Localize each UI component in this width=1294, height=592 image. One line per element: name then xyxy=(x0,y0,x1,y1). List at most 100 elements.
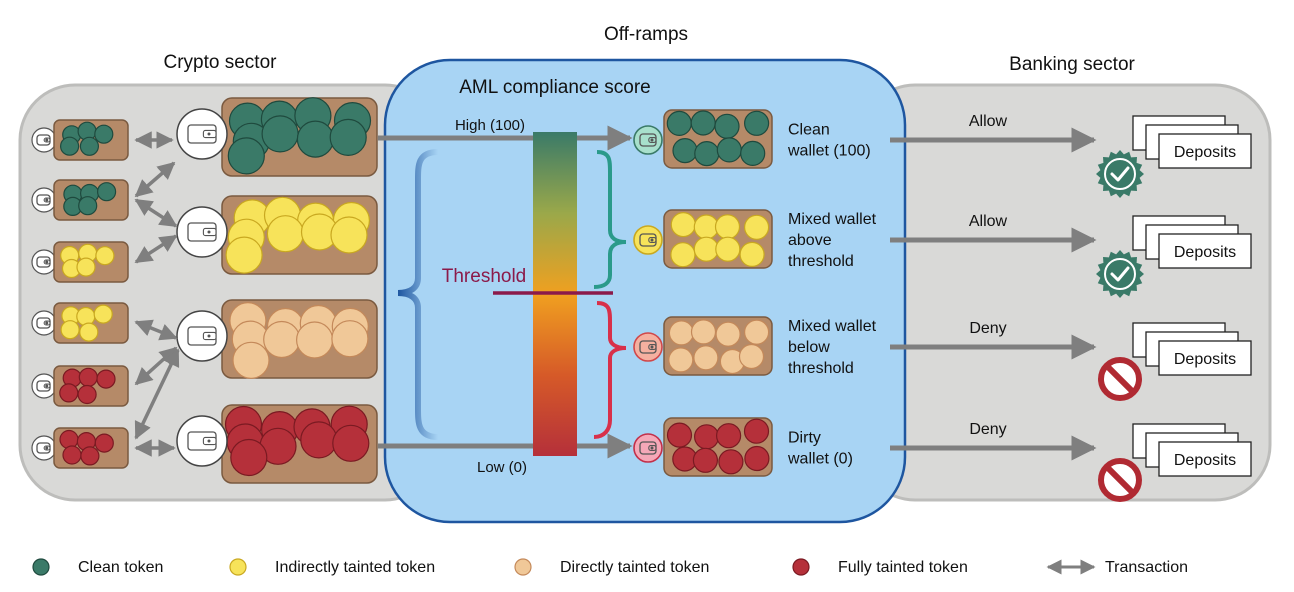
clean-token xyxy=(714,113,740,139)
wallet-icon xyxy=(187,326,217,346)
direct-token xyxy=(668,347,694,373)
wallet-icon xyxy=(36,134,51,146)
clean-token xyxy=(296,120,334,158)
score-low-label: Low (0) xyxy=(477,459,527,476)
outcome-wallet-label: below xyxy=(788,339,830,356)
offramps-title: Off-ramps xyxy=(604,24,688,45)
wallet-icon xyxy=(36,442,51,454)
wallet-icon xyxy=(36,317,51,329)
full-token xyxy=(62,445,82,465)
full-token xyxy=(300,421,338,459)
full-token xyxy=(332,424,370,462)
wallet-icon xyxy=(639,233,657,247)
direct-token xyxy=(693,345,719,371)
indirect-token xyxy=(95,246,115,266)
indirect-token xyxy=(330,216,368,254)
red-below-threshold-brace xyxy=(593,301,627,439)
prohibited-icon xyxy=(1098,458,1142,502)
deposits-label: Deposits xyxy=(1174,452,1236,469)
legend-label: Transaction xyxy=(1105,559,1188,576)
clean-token xyxy=(690,110,716,136)
decision-label: Deny xyxy=(969,320,1006,337)
wallet-icon xyxy=(187,222,217,242)
full-token xyxy=(96,369,116,389)
deposits-label: Deposits xyxy=(1174,351,1236,368)
offramp-wallet-badge xyxy=(633,433,663,463)
outcome-wallet-label: wallet (0) xyxy=(787,451,853,468)
offramp-wallet-badge xyxy=(633,225,663,255)
legend-label: Directly tainted token xyxy=(560,559,709,576)
full-token xyxy=(715,423,742,449)
crypto-sector-title: Crypto sector xyxy=(164,52,278,73)
wallet-icon xyxy=(187,431,217,451)
indirect-token xyxy=(266,215,304,253)
aml-score-title: AML compliance score xyxy=(459,77,650,98)
indirect-token xyxy=(93,304,113,324)
deposits-stack: Deposits xyxy=(1132,423,1252,477)
offramp-wallet-badge xyxy=(633,125,663,155)
clean-token xyxy=(96,182,117,202)
wallet-icon xyxy=(36,380,51,392)
direct-token xyxy=(232,341,270,379)
legend-label: Fully tainted token xyxy=(838,559,968,576)
indirect-token xyxy=(79,322,99,342)
outcome-wallet-label: threshold xyxy=(788,253,854,270)
indirect-token xyxy=(715,236,741,262)
transaction-arrow xyxy=(134,348,180,440)
approved-seal-icon xyxy=(1096,250,1144,298)
blue-range-brace xyxy=(397,149,439,440)
full-token xyxy=(744,445,770,472)
offramp-wallet-badge xyxy=(633,332,663,362)
full-token xyxy=(80,446,100,466)
deposits-label: Deposits xyxy=(1174,144,1236,161)
decision-label: Allow xyxy=(969,113,1008,130)
indirect-token xyxy=(60,320,80,340)
transaction-arrow xyxy=(134,234,178,264)
indirect-token xyxy=(743,214,770,240)
decision-label: Allow xyxy=(969,213,1008,230)
clean-token xyxy=(94,124,114,144)
clean-token xyxy=(743,110,770,136)
clean-token xyxy=(694,141,720,167)
full-token xyxy=(743,418,770,444)
deposits-label: Deposits xyxy=(1174,244,1236,261)
indirect-token xyxy=(714,214,741,240)
clean-token xyxy=(666,110,692,137)
full-token xyxy=(59,383,79,403)
full-token xyxy=(78,367,98,387)
indirect-token xyxy=(76,306,96,327)
clean-token xyxy=(261,115,299,153)
outcome-wallet-label: above xyxy=(788,232,832,249)
direct-token xyxy=(743,319,770,345)
outcome-wallet-label: Dirty xyxy=(788,430,821,447)
decision-label: Deny xyxy=(969,421,1006,438)
full-token xyxy=(718,449,744,475)
direct-token xyxy=(263,320,301,359)
deposits-stack: Deposits xyxy=(1132,115,1252,169)
wallet-icon xyxy=(36,256,51,268)
full-token xyxy=(94,433,114,453)
legend-label: Indirectly tainted token xyxy=(275,559,435,576)
indirect-token xyxy=(670,242,696,268)
transaction-arrow xyxy=(134,319,178,341)
indirect-token xyxy=(670,212,696,238)
clean-token xyxy=(740,140,766,166)
outcome-wallet-label: threshold xyxy=(788,360,854,377)
transaction-arrow xyxy=(134,161,176,198)
teal-above-threshold-brace xyxy=(593,150,627,289)
full-token xyxy=(77,384,97,405)
outcome-wallet-label: wallet (100) xyxy=(787,143,871,160)
score-high-label: High (100) xyxy=(455,117,525,134)
wallet-icon xyxy=(187,124,217,144)
direct-token xyxy=(715,321,741,347)
clean-token xyxy=(672,138,698,164)
prohibited-icon xyxy=(1098,357,1142,401)
full-token xyxy=(230,438,268,477)
wallet-icon xyxy=(639,340,657,354)
threshold-label: Threshold xyxy=(442,266,527,287)
outcome-wallet-label: Clean xyxy=(788,122,830,139)
deposits-stack: Deposits xyxy=(1132,215,1252,269)
direct-token xyxy=(690,319,717,345)
indirect-token xyxy=(693,214,719,240)
